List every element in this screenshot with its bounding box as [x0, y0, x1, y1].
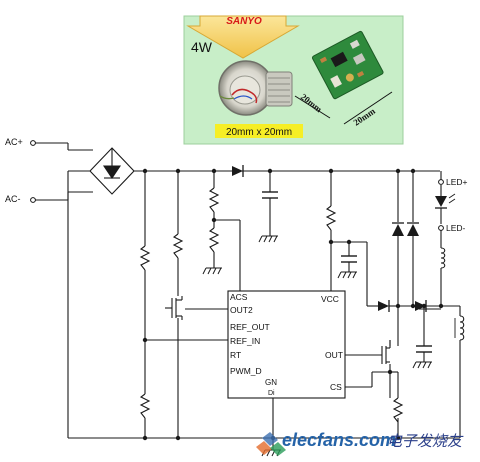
size-label-box [215, 124, 303, 138]
diode-d4 [378, 300, 390, 312]
circuit-wiring [34, 142, 461, 450]
led-plus-terminal [438, 179, 444, 185]
capacitor-c2 [341, 255, 357, 263]
resistor-r1 [139, 245, 151, 271]
arrow-icon [186, 15, 300, 59]
pin-pwm: PWM_D [230, 366, 262, 376]
lamp-socket-photo [218, 60, 293, 116]
power-label: 4W [191, 39, 213, 55]
ground-icon [202, 267, 222, 275]
diode-d2 [392, 222, 404, 236]
led-string: LED+ LED- [435, 177, 468, 233]
inductor-l1 [440, 247, 446, 269]
ac-plus-terminal [30, 140, 36, 146]
pin-vcc: VCC [321, 294, 339, 304]
resistor-r2 [139, 393, 151, 419]
dimension-line-left [294, 95, 331, 119]
led-icon [435, 196, 447, 207]
watermark-logo-icon [256, 432, 286, 456]
controller-ic: ACS OUT2 REF_OUT REF_IN RT PWM_D GN Di V… [227, 290, 346, 399]
led-minus-terminal [438, 225, 444, 231]
pin-rt: RT [230, 350, 241, 360]
diode-d3 [407, 222, 419, 236]
pin-acs: ACS [230, 292, 248, 302]
ac-minus-terminal [30, 197, 36, 203]
junction-dots [142, 168, 444, 441]
capacitors [262, 191, 432, 353]
bridge-rectifier [89, 147, 135, 195]
dimension-line-right [343, 91, 393, 125]
watermark-site: elecfans.com [282, 430, 396, 450]
ground-icon [412, 361, 432, 369]
pin-di: Di [268, 390, 275, 397]
capacitor-c3 [416, 345, 432, 353]
ground-icon [337, 271, 357, 279]
ac-minus-label: AC- [5, 194, 21, 204]
ground-symbols [202, 235, 432, 457]
pcb-board-photo [311, 30, 384, 100]
pin-gnd: GN [265, 378, 277, 387]
ac-terminals: AC+ AC- [5, 137, 36, 204]
resistors [139, 187, 404, 423]
pin-ref-out: REF_OUT [230, 322, 270, 332]
inductor-l2 [459, 315, 465, 341]
inductors [440, 247, 465, 341]
ground-icon [258, 235, 278, 243]
product-inset: SANYO 4W 20m [183, 15, 404, 145]
mosfet-q2 [381, 340, 391, 364]
capacitor-c1 [262, 191, 278, 199]
pin-cs: CS [330, 382, 342, 392]
pin-ref-in: REF_IN [230, 336, 260, 346]
brand-label: SANYO [226, 16, 262, 27]
resistor-r4 [208, 187, 220, 213]
watermark: elecfans.com 电子发烧友 [256, 430, 464, 456]
resistor-r3 [172, 233, 184, 259]
watermark-cn: 电子发烧友 [387, 433, 464, 450]
ac-plus-label: AC+ [5, 137, 23, 147]
led-minus-label: LED- [446, 223, 466, 233]
diode-d1 [232, 165, 244, 177]
led-plus-label: LED+ [446, 177, 468, 187]
size-label: 20mm x 20mm [226, 127, 292, 138]
resistor-r6 [325, 205, 337, 231]
resistor-r5 [208, 227, 220, 253]
mosfet-q1 [165, 296, 183, 320]
ic-body [227, 290, 346, 399]
resistor-r7 [392, 397, 404, 423]
pin-out2: OUT2 [230, 305, 253, 315]
pin-out: OUT [325, 350, 343, 360]
